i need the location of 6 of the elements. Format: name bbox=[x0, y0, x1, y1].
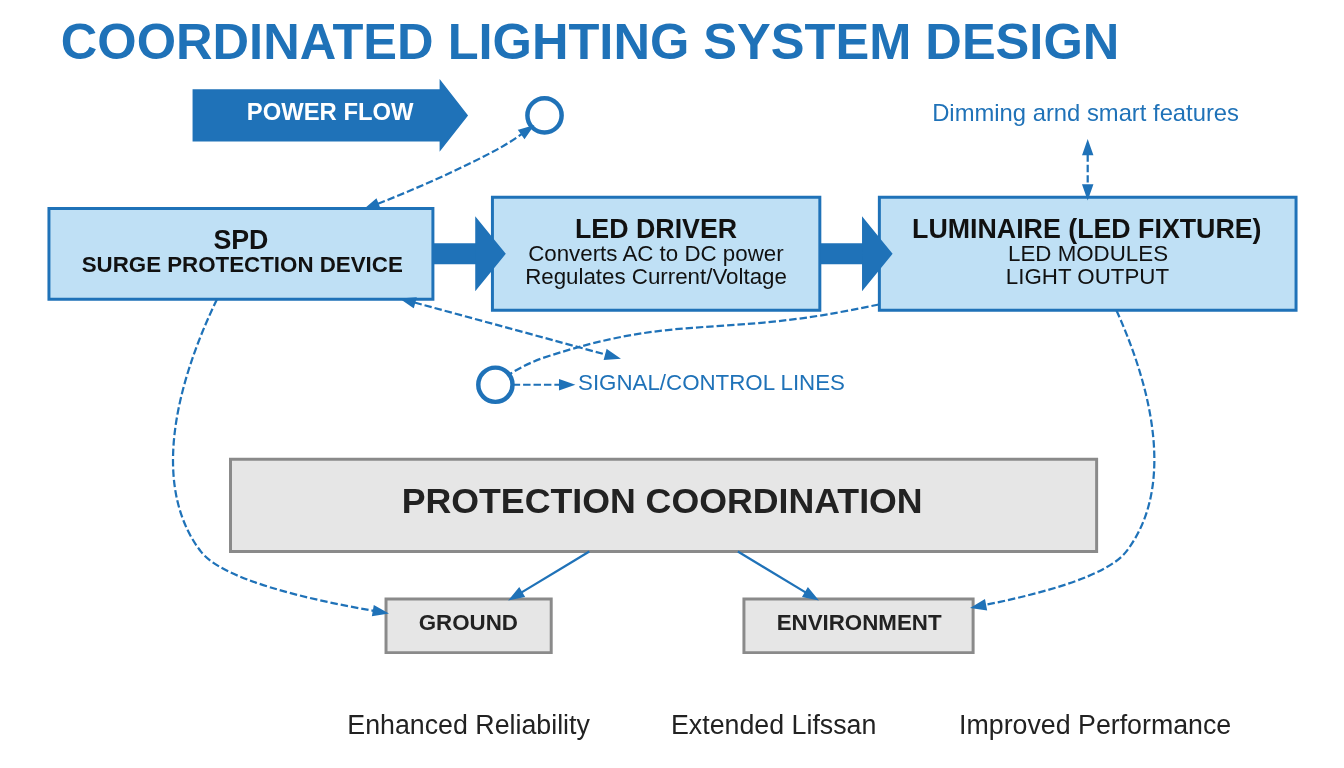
diagram-title: COORDINATED LIGHTING SYSTEM DESIGN bbox=[60, 13, 1119, 71]
label: Extended Lifssan bbox=[670, 709, 876, 740]
node-text: SIGNAL/CONTROL LINES bbox=[577, 369, 845, 395]
label: Improved Performance bbox=[958, 709, 1231, 740]
label: Enhanced Reliability bbox=[346, 709, 590, 740]
node-text: Dimming arnd smart features bbox=[931, 99, 1239, 127]
